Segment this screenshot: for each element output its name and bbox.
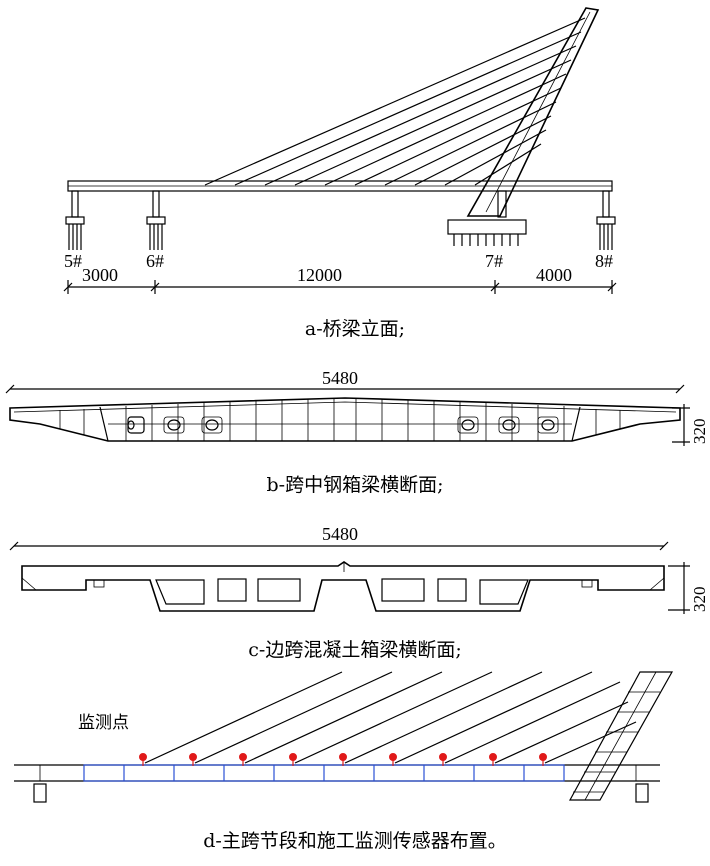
bridge-elevation: 5# 6# 7# 8# 3000 12000 4000 [63,7,617,294]
pier-label-8: 8# [595,251,613,271]
sensor-marker [139,753,147,766]
steel-box-girder-section: 5480 [5,368,709,446]
left-support [33,783,47,803]
right-support [635,783,649,803]
pier-label-5: 5# [64,251,82,271]
c-height-label: 320 [690,587,709,613]
pylon [466,7,600,217]
sensor-marker [289,753,297,766]
sensor-marker [539,753,547,766]
deck-segments [83,764,565,782]
pier-label-7: 7# [485,251,503,271]
span-length-2: 12000 [297,265,342,285]
monitor-point-label: 监测点 [78,713,129,733]
d-pylon [568,671,674,801]
caption-b: b-跨中钢箱梁横断面; [266,474,444,496]
c-section-outline [21,561,665,612]
b-height-label: 320 [690,419,709,445]
span-length-3: 4000 [536,265,572,285]
span-length-1: 3000 [82,265,118,285]
sensor-marker [189,753,197,766]
sensor-marker [489,753,497,766]
sensors [139,753,547,766]
pier-7 [447,190,527,246]
sensor-marker [239,753,247,766]
d-stay-cables [144,671,637,764]
stay-cables [204,17,586,186]
b-width-label: 5480 [322,368,358,388]
caption-a: a-桥梁立面; [304,318,406,340]
b-section-outline [9,397,681,442]
pier-label-6: 6# [146,251,164,271]
caption-d: d-主跨节段和施工监测传感器布置。 [203,830,507,852]
sensor-marker [389,753,397,766]
span-dimension-line [63,280,617,294]
pier-5 [65,190,85,250]
main-span-sensor-layout: 监测点 [14,671,674,803]
pier-6 [146,190,166,250]
c-width-label: 5480 [322,524,358,544]
sensor-marker [439,753,447,766]
pier-8 [596,190,616,250]
sensor-marker [339,753,347,766]
caption-c: c-边跨混凝土箱梁横断面; [248,639,462,661]
concrete-box-girder-section: 5480 320 [9,524,709,614]
